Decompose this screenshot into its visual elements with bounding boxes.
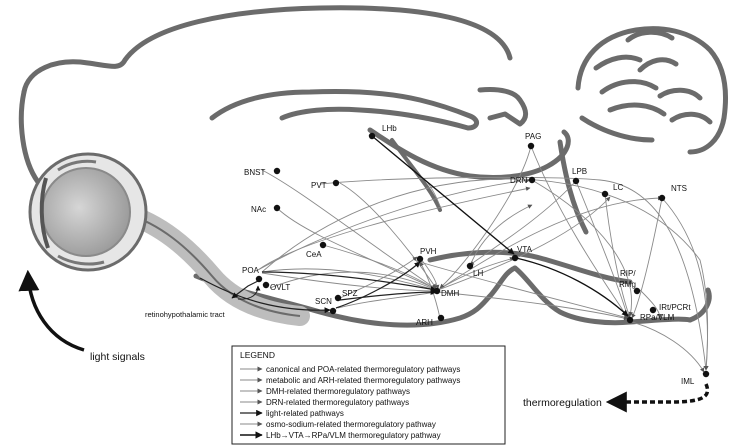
label-nts: NTS [671,184,687,193]
label-ovlt: OVLT [270,283,290,292]
node-pag-dot [527,142,535,150]
label-pvt: PVT [311,181,327,190]
node-cea-dot [319,241,327,249]
node-pvh-dot [416,255,424,263]
legend-label-4: light-related pathways [266,409,344,418]
label-iml: IML [681,377,695,386]
label-rpa: RPa/VLM [640,313,675,322]
legend-label-0: canonical and POA-related thermoregulato… [266,365,460,374]
node-scn-dot [329,307,337,315]
node-vta-dot [511,254,519,262]
node-labels: LHb PAG BNST PVT DRN LPB NAc LC NTS CeA … [90,124,695,409]
light-pathway [199,261,437,314]
label-lh: LH [473,269,483,278]
label-drn: DRN [510,176,528,185]
label-pag: PAG [525,132,541,141]
label-lc: LC [613,183,623,192]
legend-item-6: LHb→VTA→RPa/VLM thermoregulatory pathway [240,431,441,440]
lhb-vta-rpa-pathway [371,135,629,317]
node-lc-dot [601,190,609,198]
node-dots [255,132,710,378]
label-scn: SCN [315,297,332,306]
eye [28,152,310,326]
label-rip-line2: RMg [619,280,636,289]
label-retinohypothalamic-tract: retinohypothalamic tract [145,310,226,319]
node-dmh-dot [433,287,441,295]
legend-title: LEGEND [240,350,275,360]
node-pvt-dot [332,179,340,187]
legend-item-5: osmo-sodium-related thermoregulatory pat… [240,420,436,429]
label-spz: SPZ [342,289,358,298]
label-nac: NAc [251,205,266,214]
node-lh-dot [466,262,474,270]
node-lhb-dot [368,132,376,140]
pathways [257,145,709,373]
node-nac-dot [273,204,281,212]
label-light-signals: light signals [90,351,145,363]
thermoregulation-arrow [605,383,710,413]
label-cea: CeA [306,250,322,259]
retinohypothalamic-tract-arrow [237,285,261,300]
label-irt: IRt/PCRt [659,303,691,312]
label-lhb: LHb [382,124,397,133]
legend-label-5: osmo-sodium-related thermoregulatory pat… [266,420,436,429]
label-poa: POA [242,266,260,275]
label-lpb: LPB [572,167,587,176]
node-arh-dot [437,314,445,322]
label-pvh: PVH [420,247,437,256]
legend: LEGEND canonical and POA-related thermor… [231,345,506,445]
legend-item-2: DMH-related thermoregulatory pathways [240,387,410,396]
legend-item-4: light-related pathways [240,409,344,418]
node-rip-dot [633,287,641,295]
legend-item-1: metabolic and ARH-related thermoregulato… [240,376,460,385]
node-nts-dot [658,194,666,202]
node-drn-dot [528,176,536,184]
legend-label-6: LHb→VTA→RPa/VLM thermoregulatory pathway [266,431,441,440]
legend-box [231,345,506,445]
node-lpb-dot [572,177,580,185]
node-ovlt-dot [262,281,270,289]
legend-item-0: canonical and POA-related thermoregulato… [240,365,460,374]
node-spz-dot [334,294,342,302]
legend-item-3: DRN-related thermoregulatory pathways [240,398,409,407]
label-thermoregulation: thermoregulation [523,397,602,409]
node-rpa-dot [626,316,634,324]
legend-label-2: DMH-related thermoregulatory pathways [266,387,410,396]
light-signals-arrow [18,269,85,352]
node-bnst-dot [273,167,281,175]
label-arh: ARH [416,318,433,327]
legend-label-3: DRN-related thermoregulatory pathways [266,398,409,407]
label-vta: VTA [517,245,533,254]
label-rip-line1: RIP/ [620,269,636,278]
label-bnst: BNST [244,168,265,177]
node-irt-dot [649,306,657,314]
label-dmh: DMH [441,289,459,298]
legend-label-1: metabolic and ARH-related thermoregulato… [266,376,460,385]
node-poa-dot [255,275,263,283]
node-iml-dot [702,370,710,378]
